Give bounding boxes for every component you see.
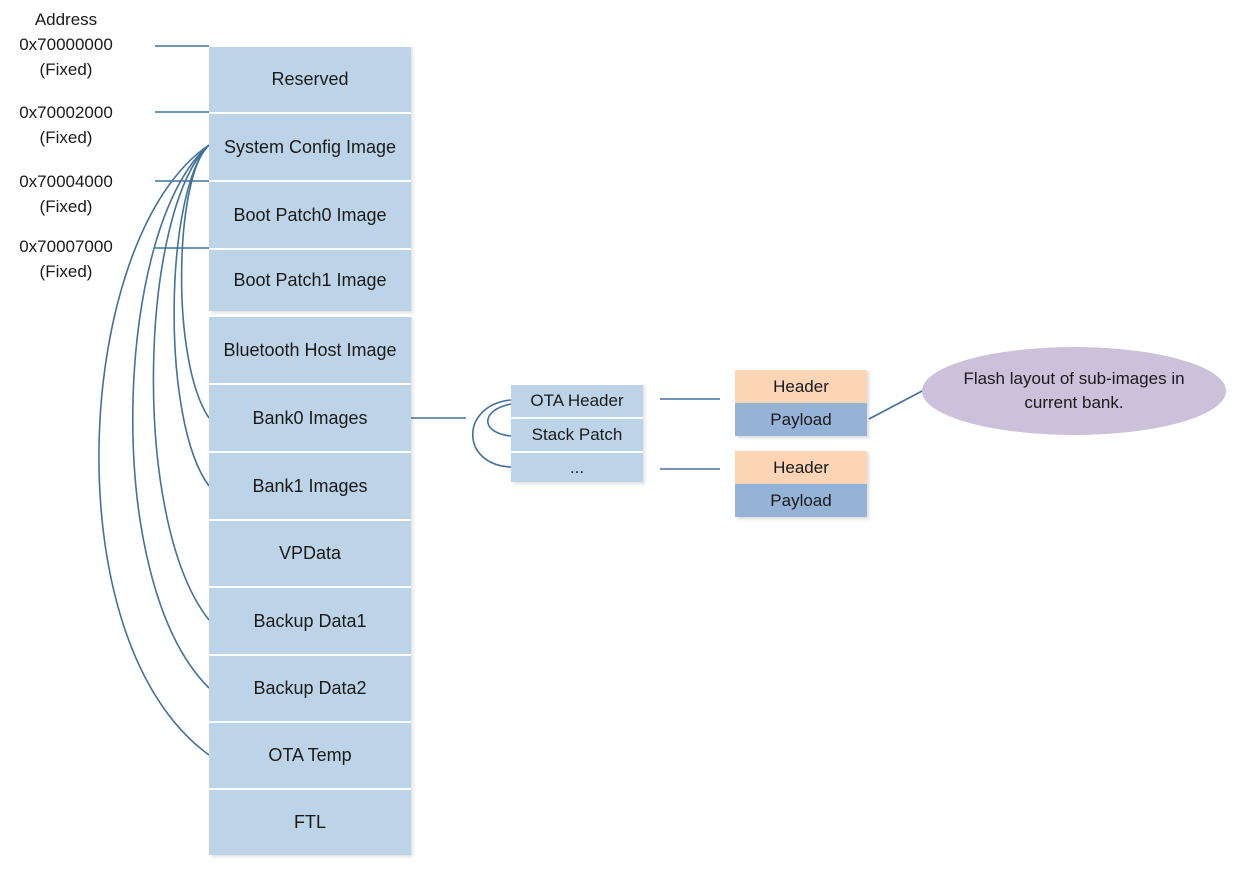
flash-block-bank0-images: Bank0 Images — [209, 383, 411, 451]
layout-a-header: Header — [735, 370, 867, 403]
subimage-loop-outer — [472, 399, 512, 468]
sub-image-stack-patch: Stack Patch — [511, 417, 643, 451]
layout-b-payload: Payload — [735, 484, 867, 517]
flash-block-ftl: FTL — [209, 788, 411, 855]
flash-block-boot-patch1-image: Boot Patch1 Image — [209, 248, 411, 311]
callout-text: Flash layout of sub-images in current ba… — [963, 369, 1185, 412]
address-label-0x70000000: Address 0x70000000 (Fixed) — [19, 10, 113, 79]
payload-to-callout — [868, 389, 925, 420]
flash-block-vpdata: VPData — [209, 519, 411, 586]
arc-to-bank0 — [180, 144, 210, 419]
flash-block-backup-data2: Backup Data2 — [209, 654, 411, 721]
address-label-0x70004000: 0x70004000 (Fixed) — [19, 172, 113, 216]
layout-b-header: Header — [735, 451, 867, 484]
callout-bubble: Flash layout of sub-images in current ba… — [922, 347, 1226, 435]
address-label-0x70002000: 0x70002000 (Fixed) — [19, 103, 113, 147]
flash-block-backup-data1: Backup Data1 — [209, 586, 411, 654]
sub-image-ota-header: OTA Header — [511, 383, 643, 417]
address-label-0x70007000: 0x70007000 (Fixed) — [19, 237, 113, 281]
arc-to-backup1 — [152, 144, 210, 621]
sub-image-ellipsis: ... — [511, 451, 643, 482]
flash-block-ota-temp: OTA Temp — [209, 721, 411, 788]
arc-to-ota-temp — [98, 144, 210, 756]
arc-to-backup2 — [132, 144, 210, 689]
flash-block-system-config-image: System Config Image — [209, 112, 411, 180]
subimage-loop-inner — [486, 403, 512, 437]
flash-block-bluetooth-host-image: Bluetooth Host Image — [209, 315, 411, 383]
flash-block-bank1-images: Bank1 Images — [209, 451, 411, 519]
flash-block-boot-patch0-image: Boot Patch0 Image — [209, 180, 411, 248]
flash-block-reserved: Reserved — [209, 45, 411, 112]
layout-a-payload: Payload — [735, 403, 867, 436]
arc-to-bank1 — [173, 144, 210, 487]
